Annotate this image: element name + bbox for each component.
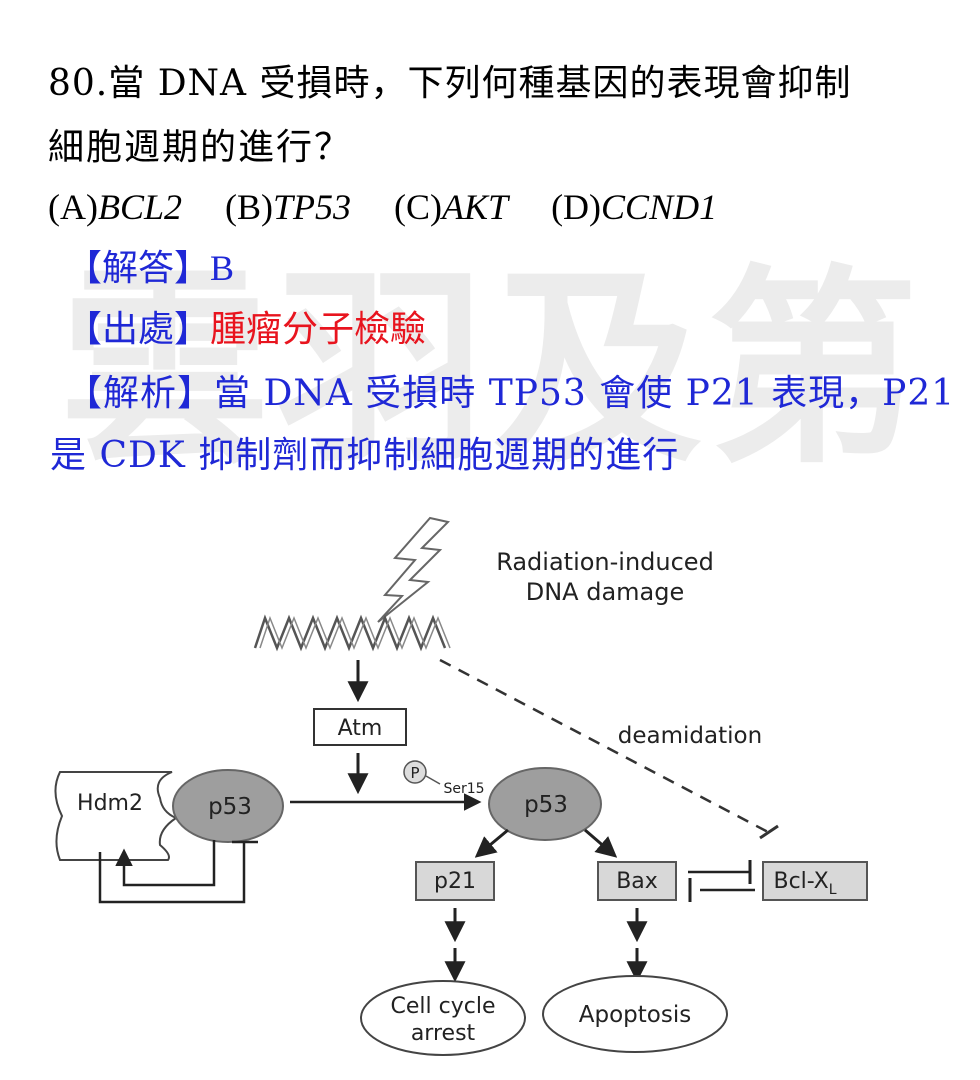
p21-box (415, 861, 495, 901)
arrest-label-1: Cell cycle (391, 994, 496, 1019)
feedback-inhibit-line (98, 842, 246, 904)
p53-active-label: p53 (524, 792, 568, 818)
explanation-label: 【解析】 (66, 373, 215, 414)
hdm2-label: Hdm2 (77, 791, 143, 816)
arrow-p53-to-p21 (474, 828, 509, 858)
option-a: (A)BCL2 (48, 187, 183, 227)
ser15-label: Ser15 (443, 781, 484, 797)
phosphate-icon (403, 760, 427, 784)
watermark-text: 雲羽及第 (60, 247, 925, 492)
dna-helix-icon (253, 614, 447, 652)
phosphate-label: P (410, 764, 419, 782)
arrest-label-2: arrest (411, 1021, 476, 1046)
explanation-text-1: 當 DNA 受損時 TP53 會使 P21 表現，P21 (214, 373, 956, 414)
bax-label: Bax (616, 869, 658, 894)
question-line-2: 細胞週期的進行？ (48, 127, 353, 168)
option-d: (D)CCND1 (551, 187, 718, 227)
atm-box (313, 708, 407, 746)
answer-value: B (210, 248, 235, 288)
p53-active-node (488, 767, 602, 841)
p53-pathway-diagram: Radiation-induced DNA damage Atm deamida… (54, 516, 868, 1056)
cell-cycle-arrest-node (360, 980, 526, 1056)
apoptosis-node (542, 975, 728, 1053)
p53-bound-node (172, 769, 284, 843)
p53-bound-label: p53 (208, 794, 252, 820)
answer-options: (A)BCL2 (B)TP53 (C)AKT (D)CCND1 (48, 185, 751, 229)
source-value: 腫瘤分子檢驗 (210, 309, 427, 350)
arrow-p53-to-bax (584, 828, 618, 858)
p21-label: p21 (434, 869, 476, 894)
source-line: 【出處】腫瘤分子檢驗 (66, 308, 426, 352)
answer-label: 【解答】 (66, 248, 211, 289)
dna-helix-strand-2 (259, 615, 451, 651)
option-c: (C)AKT (394, 187, 509, 227)
bclxl-label: Bcl-XL (773, 869, 836, 898)
deamidation-inhibit-bar (759, 824, 779, 840)
explanation-line-2: 是 CDK 抑制劑而抑制細胞週期的進行 (50, 435, 680, 476)
question-line-1: 80.當 DNA 受損時，下列何種基因的表現會抑制 (48, 63, 852, 104)
answer-line: 【解答】B (66, 246, 234, 291)
feedback-arrow (115, 840, 216, 887)
bax-box (597, 861, 677, 901)
deamidation-label: deamidation (618, 723, 762, 749)
apoptosis-label: Apoptosis (579, 1002, 691, 1028)
damage-label-1: Radiation-induced (496, 548, 714, 576)
phosphate-link (425, 775, 441, 785)
atm-label: Atm (338, 716, 383, 741)
source-label: 【出處】 (66, 309, 211, 350)
option-b: (B)TP53 (225, 187, 352, 227)
bclxl-box (762, 861, 868, 901)
hdm2-shape (54, 771, 179, 861)
damage-label-2: DNA damage (526, 578, 685, 606)
explanation-line-1: 【解析】當 DNA 受損時 TP53 會使 P21 表現，P21 (66, 372, 955, 416)
lightning-icon (377, 516, 450, 623)
